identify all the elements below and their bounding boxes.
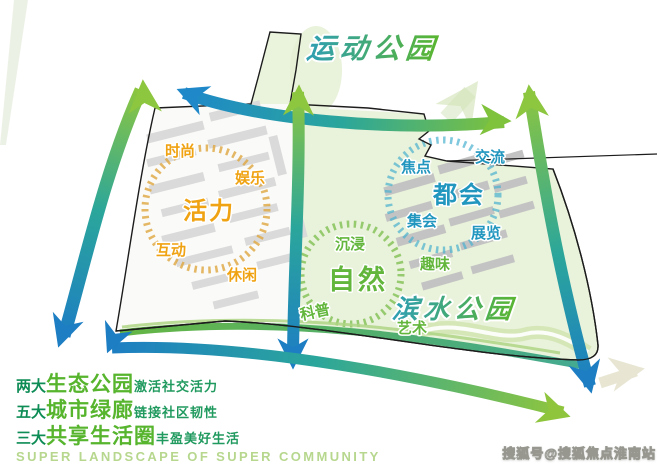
vitality-label-interaction: 互动	[156, 241, 186, 259]
bottom-greenway-light	[121, 318, 561, 355]
metropolis-circle	[384, 136, 502, 254]
faded-arrow-bottomright-icon	[607, 351, 648, 392]
site-boundary-overlay	[115, 168, 599, 361]
watermark: 搜狐号@搜狐焦点淮南站	[502, 446, 656, 462]
metropolis-label-exhibition: 展览	[471, 224, 501, 242]
vitality-label-entertainment: 娱乐	[235, 169, 265, 187]
waterfront-park-area	[293, 107, 599, 360]
legend: 两大生态公园激活社交活力 五大城市绿廊链接社区韧性 三大共享生活圈丰盈美好生活 …	[16, 368, 381, 464]
legend-line-eco-parks: 两大生态公园激活社交活力	[16, 368, 381, 396]
vitality-center-label: 活力	[183, 198, 235, 225]
legend-highlight: 生态公园	[46, 373, 135, 396]
legend-suffix: 激活社交活力	[134, 379, 219, 394]
sports-park-area	[251, 32, 301, 104]
legend-prefix: 五大	[16, 404, 47, 421]
nature-label-immersion: 沉浸	[335, 235, 365, 253]
legend-line-shared-circles: 三大共享生活圈丰盈美好生活	[16, 420, 381, 448]
metropolis-center-label: 都会	[432, 181, 485, 209]
nature-label-art: 艺术	[397, 319, 427, 337]
legend-suffix: 链接社区韧性	[134, 405, 219, 420]
metropolis-label-focus: 焦点	[400, 158, 431, 176]
river-line	[419, 325, 590, 354]
nature-label-science: 科普	[298, 300, 331, 324]
vitality-label-leisure: 休闲	[226, 266, 257, 284]
legend-highlight: 共享生活圈	[46, 425, 157, 448]
metropolis-label-exchange: 交流	[475, 148, 505, 166]
legend-english-tagline: SUPER LANDSCAPE OF SUPER COMMUNITY	[16, 449, 381, 464]
nature-center-label: 自然	[328, 264, 388, 295]
bottom-greenway	[119, 322, 585, 370]
waterfront-park-title: 滨水公园	[391, 294, 518, 324]
road-line-right	[446, 153, 658, 162]
corridor-arrow-right	[523, 91, 596, 388]
building-cluster-right	[383, 149, 535, 291]
nature-label-fun: 趣味	[419, 255, 450, 273]
corridor-arrow-center	[287, 91, 305, 363]
legend-line-green-corridors: 五大城市绿廊链接社区韧性	[16, 394, 381, 422]
sports-park-title: 运动公园	[305, 33, 440, 64]
corridor-arrow-bottom	[111, 341, 565, 418]
corridor-arrow-left	[57, 87, 147, 338]
legend-prefix: 三大	[16, 430, 47, 447]
metropolis-label-assembly: 集会	[406, 212, 437, 230]
legend-prefix: 两大	[16, 378, 47, 395]
left-edge-greenway	[0, 0, 28, 145]
vitality-label-fashion: 时尚	[165, 142, 195, 160]
corridor-arrow-top	[181, 87, 505, 132]
legend-highlight: 城市绿廊	[46, 399, 135, 422]
vitality-circle	[141, 144, 271, 274]
legend-suffix: 丰盈美好生活	[156, 431, 241, 446]
